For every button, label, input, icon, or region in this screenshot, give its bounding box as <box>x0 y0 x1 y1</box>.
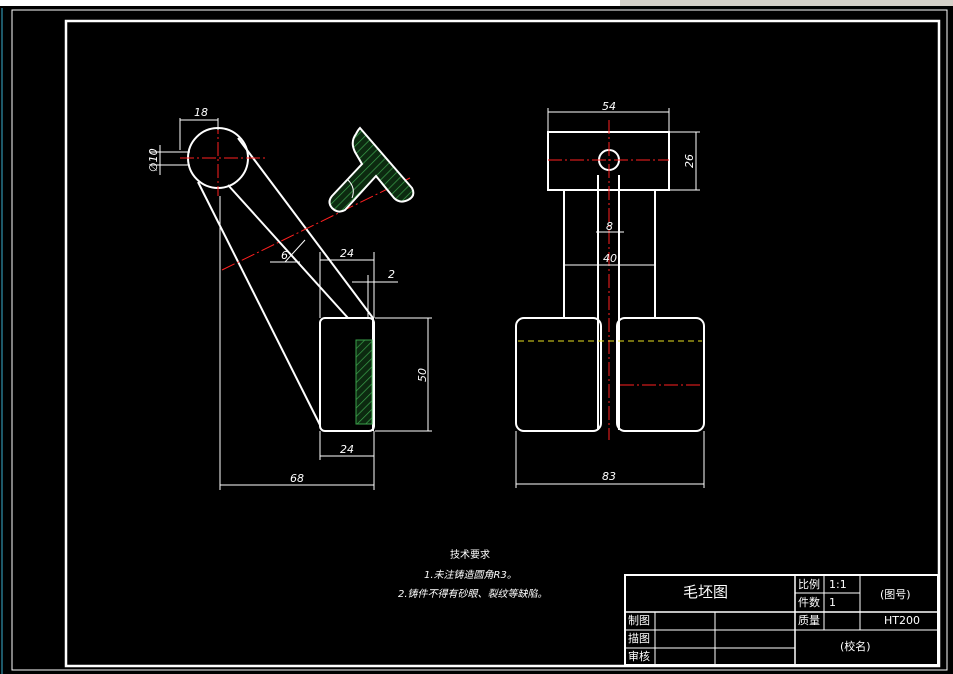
notes-line1: 1.未注铸造圆角R3。 <box>424 569 517 581</box>
arm-lower-edge <box>227 184 349 319</box>
arm-upper-edge <box>237 137 374 319</box>
base-right-block <box>616 317 705 432</box>
dim-10: ∅10 <box>147 148 160 172</box>
scale-label: 比例 <box>798 578 820 591</box>
window-top-bar <box>0 0 953 6</box>
outer-border <box>11 9 948 671</box>
count-value: 1 <box>829 596 836 609</box>
dim-83: 83 <box>602 470 616 483</box>
cad-drawing-canvas[interactable]: 18 ∅10 6 24 2 50 24 68 54 26 8 40 83 技术要… <box>0 6 953 674</box>
checked-label: 审核 <box>628 650 650 663</box>
dim-24-bottom: 24 <box>340 443 354 456</box>
count-label: 件数 <box>798 596 820 609</box>
dim-8: 8 <box>606 220 613 233</box>
left-dimension-lines <box>150 118 432 490</box>
weight-label: 质量 <box>798 614 820 627</box>
foot-section-hatch <box>355 339 373 425</box>
material: HT200 <box>884 614 920 627</box>
dimension-labels: 18 ∅10 6 24 2 50 24 68 54 26 8 40 83 <box>147 100 696 485</box>
scale-value: 1:1 <box>829 578 847 591</box>
title-block <box>624 574 939 666</box>
dim-54: 54 <box>602 100 616 113</box>
dim-6: 6 <box>281 249 288 262</box>
right-dimension-lines <box>515 108 705 488</box>
dim-68: 68 <box>290 472 304 485</box>
drawn-label: 制图 <box>628 614 650 627</box>
left-view <box>187 127 375 432</box>
notes-heading: 技术要求 <box>450 548 490 561</box>
right-centerlines <box>548 120 700 440</box>
drawing-number: (图号) <box>880 588 911 601</box>
dim-26: 26 <box>683 154 696 168</box>
dim-18: 18 <box>194 106 208 119</box>
notes-line2: 2.铸件不得有砂眼、裂纹等缺陷。 <box>398 588 548 600</box>
right-view <box>515 131 705 432</box>
school-name: (校名) <box>840 640 871 653</box>
drawing-frame <box>64 19 941 668</box>
base-left-block <box>515 317 602 432</box>
traced-label: 描图 <box>628 632 650 645</box>
technical-notes: 技术要求 1.未注铸造圆角R3。 2.铸件不得有砂眼、裂纹等缺陷。 <box>398 548 548 600</box>
top-bar-strip <box>0 0 620 6</box>
dim-24-top: 24 <box>340 247 354 260</box>
dim-50: 50 <box>416 368 429 382</box>
removed-section-t <box>328 126 415 213</box>
dim-40: 40 <box>603 252 617 265</box>
left-centerlines <box>180 120 411 271</box>
title-block-title: 毛坯图 <box>683 583 729 601</box>
web-outer-edge <box>197 181 321 426</box>
dim-2: 2 <box>388 268 395 281</box>
